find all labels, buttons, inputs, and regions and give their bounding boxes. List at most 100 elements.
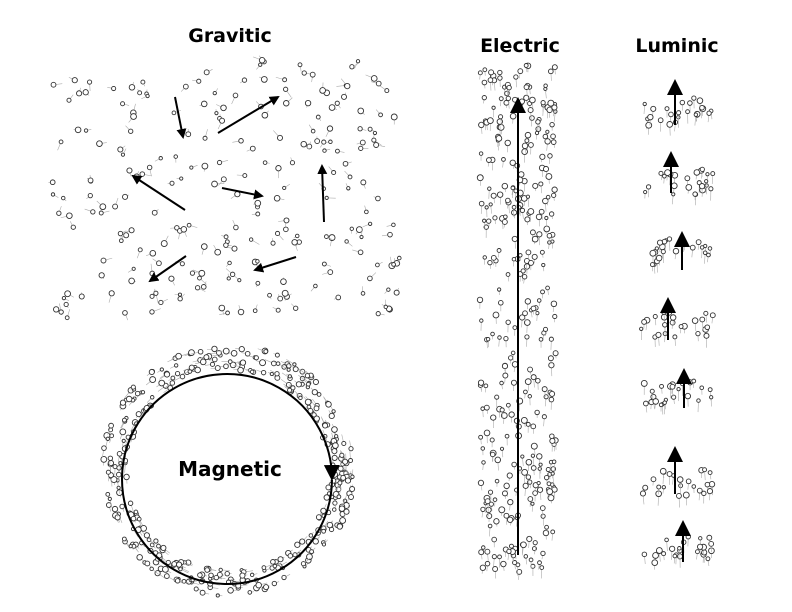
particle — [346, 186, 351, 191]
particle — [521, 148, 528, 155]
particle — [513, 74, 519, 80]
particle — [525, 458, 533, 466]
particle — [651, 559, 659, 567]
particle — [540, 289, 545, 295]
particle — [219, 117, 226, 124]
particle — [672, 553, 678, 559]
particle — [668, 111, 674, 118]
particle — [286, 367, 291, 372]
particle — [476, 296, 484, 304]
particle — [518, 98, 525, 105]
particle — [287, 553, 294, 559]
particle — [226, 276, 231, 281]
particle — [306, 381, 311, 387]
particle — [179, 261, 185, 267]
particle — [521, 142, 529, 150]
particle — [523, 94, 530, 101]
particle — [336, 523, 343, 530]
particle — [223, 234, 229, 240]
particle — [359, 234, 364, 240]
particle — [232, 92, 239, 99]
particle — [527, 366, 533, 373]
particle — [327, 269, 334, 275]
particle — [684, 175, 691, 182]
particle — [249, 572, 255, 578]
particle — [105, 436, 110, 441]
particle — [218, 567, 223, 573]
particle — [501, 219, 508, 225]
particle — [355, 59, 361, 64]
particle — [174, 363, 179, 368]
particle — [222, 347, 230, 355]
particle — [269, 371, 274, 377]
particle — [678, 324, 684, 329]
particle — [343, 508, 350, 515]
particle — [328, 412, 335, 420]
particle — [547, 153, 553, 159]
particle — [522, 482, 529, 489]
particle — [699, 245, 705, 250]
particle — [656, 484, 662, 490]
particle — [482, 218, 487, 223]
particle — [133, 509, 139, 515]
particle — [503, 214, 508, 220]
particle — [531, 546, 537, 552]
particle — [540, 550, 546, 556]
particle — [642, 484, 649, 491]
particle — [543, 394, 549, 400]
particle — [486, 513, 493, 520]
particle — [197, 275, 202, 281]
particle — [300, 140, 307, 148]
particle — [293, 305, 299, 311]
particle — [135, 411, 142, 418]
particle — [506, 472, 513, 479]
particle — [538, 337, 544, 342]
particle — [143, 532, 150, 539]
particle — [507, 499, 514, 506]
particle — [348, 458, 354, 463]
particle — [525, 474, 532, 480]
particle — [676, 386, 681, 392]
particle — [708, 541, 715, 547]
particle — [682, 491, 690, 499]
particle — [261, 111, 269, 119]
particle — [66, 212, 73, 219]
particle — [223, 363, 229, 370]
particle — [148, 368, 155, 376]
particle — [294, 233, 300, 239]
particle — [492, 311, 500, 319]
particle — [215, 593, 220, 598]
particle — [481, 79, 488, 86]
particle — [535, 213, 543, 221]
particle — [344, 477, 352, 484]
particle — [546, 233, 553, 239]
particle — [169, 380, 176, 386]
particle — [530, 501, 535, 506]
particle — [149, 293, 155, 299]
particle — [530, 563, 536, 569]
particle — [483, 429, 491, 437]
particle — [676, 476, 684, 483]
particle — [252, 308, 258, 314]
particle — [139, 171, 146, 177]
particle — [378, 112, 383, 118]
particle — [522, 310, 528, 317]
particle — [87, 177, 94, 184]
particle — [547, 355, 554, 362]
particle — [331, 409, 336, 414]
particle — [497, 69, 503, 76]
particle — [548, 211, 555, 217]
particle — [274, 371, 280, 377]
particle — [502, 372, 509, 379]
particle — [287, 374, 292, 379]
particle — [487, 186, 492, 191]
particle — [550, 529, 556, 535]
particle — [659, 467, 667, 475]
particle — [685, 478, 692, 485]
particle — [480, 506, 486, 512]
particle — [194, 285, 201, 291]
particle — [506, 402, 511, 408]
particle — [503, 512, 510, 519]
particle — [484, 560, 491, 567]
particle — [360, 179, 367, 186]
